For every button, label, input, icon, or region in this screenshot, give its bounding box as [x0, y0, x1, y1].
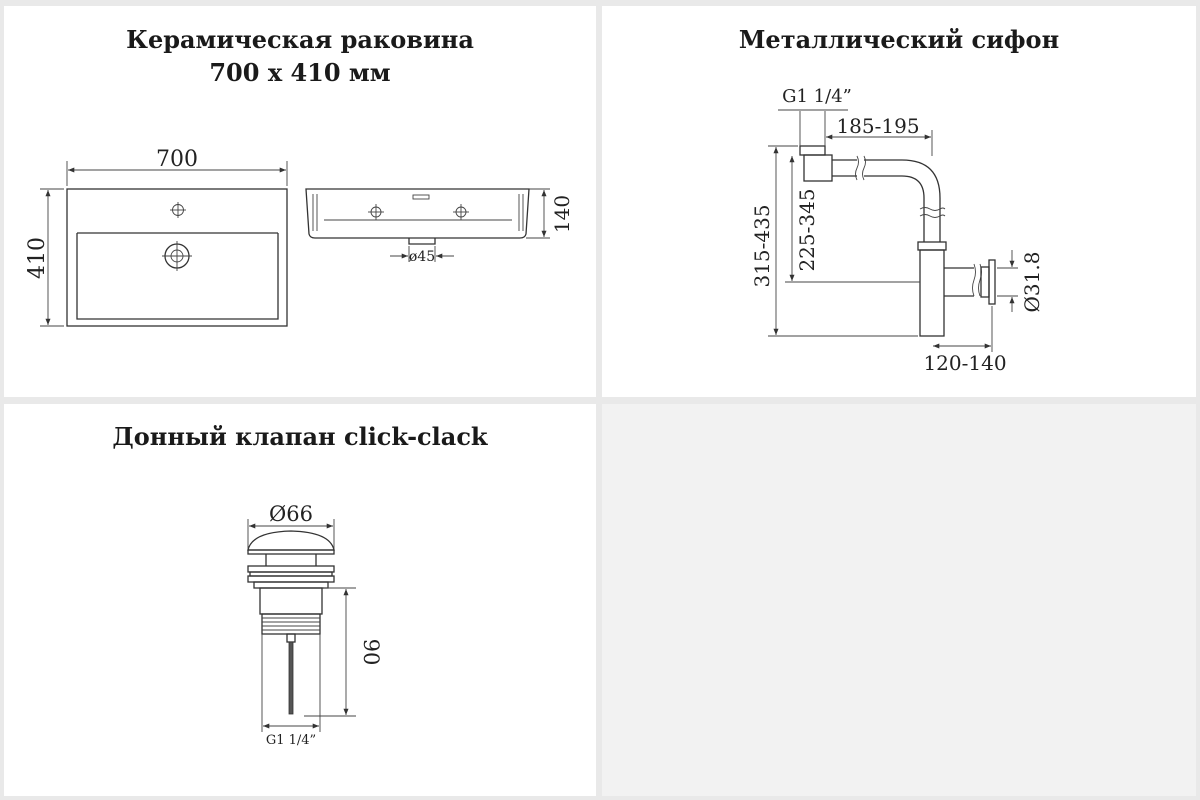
valve-title: Донный клапан click-clack [112, 422, 488, 451]
valve-body [247, 530, 335, 715]
sink-subtitle: 700 x 410 мм [209, 58, 391, 87]
sink-drawing: 700 410 [25, 147, 574, 327]
sink-width-label: 700 [156, 147, 198, 172]
sink-top-view [40, 161, 288, 327]
valve-panel: Донный клапан click-clack [4, 404, 596, 796]
valve-dimensions [247, 519, 356, 732]
siphon-panel: Металлический сифон [602, 6, 1196, 397]
sink-title: Керамическая раковина [126, 25, 474, 54]
siphon-horizontal-label: 185-195 [836, 114, 919, 138]
siphon-total-height-label: 315-435 [750, 204, 774, 287]
sink-panel: Керамическая раковина 700 x 410 мм [4, 6, 596, 397]
siphon-drawing: G1 1/4” 185-195 315-435 225-345 Ø31.8 12… [750, 86, 1044, 375]
valve-height-label: 90 [359, 639, 383, 666]
valve-drawing: Ø66 90 G1 1/4” [247, 502, 383, 748]
sink-drain-label: ø45 [409, 249, 435, 265]
siphon-title: Металлический сифон [738, 25, 1060, 54]
valve-thread-label: G1 1/4” [266, 733, 316, 748]
siphon-outlet-label: Ø31.8 [1020, 252, 1044, 313]
sink-depth-label: 410 [25, 237, 50, 279]
siphon-inner-height-label: 225-345 [795, 188, 819, 271]
siphon-thread-label: G1 1/4” [782, 86, 852, 107]
valve-cap-label: Ø66 [269, 502, 313, 526]
sink-height-label: 140 [550, 195, 574, 233]
sink-side-view [305, 188, 550, 262]
siphon-dimensions [768, 109, 1018, 352]
side-hole-left-icon [368, 204, 384, 220]
siphon-reach-label: 120-140 [923, 351, 1006, 375]
empty-panel [602, 404, 1196, 796]
faucet-hole-icon [170, 202, 186, 218]
siphon-body [799, 145, 996, 337]
side-hole-right-icon [453, 204, 469, 220]
drain-hole-icon [162, 241, 192, 271]
